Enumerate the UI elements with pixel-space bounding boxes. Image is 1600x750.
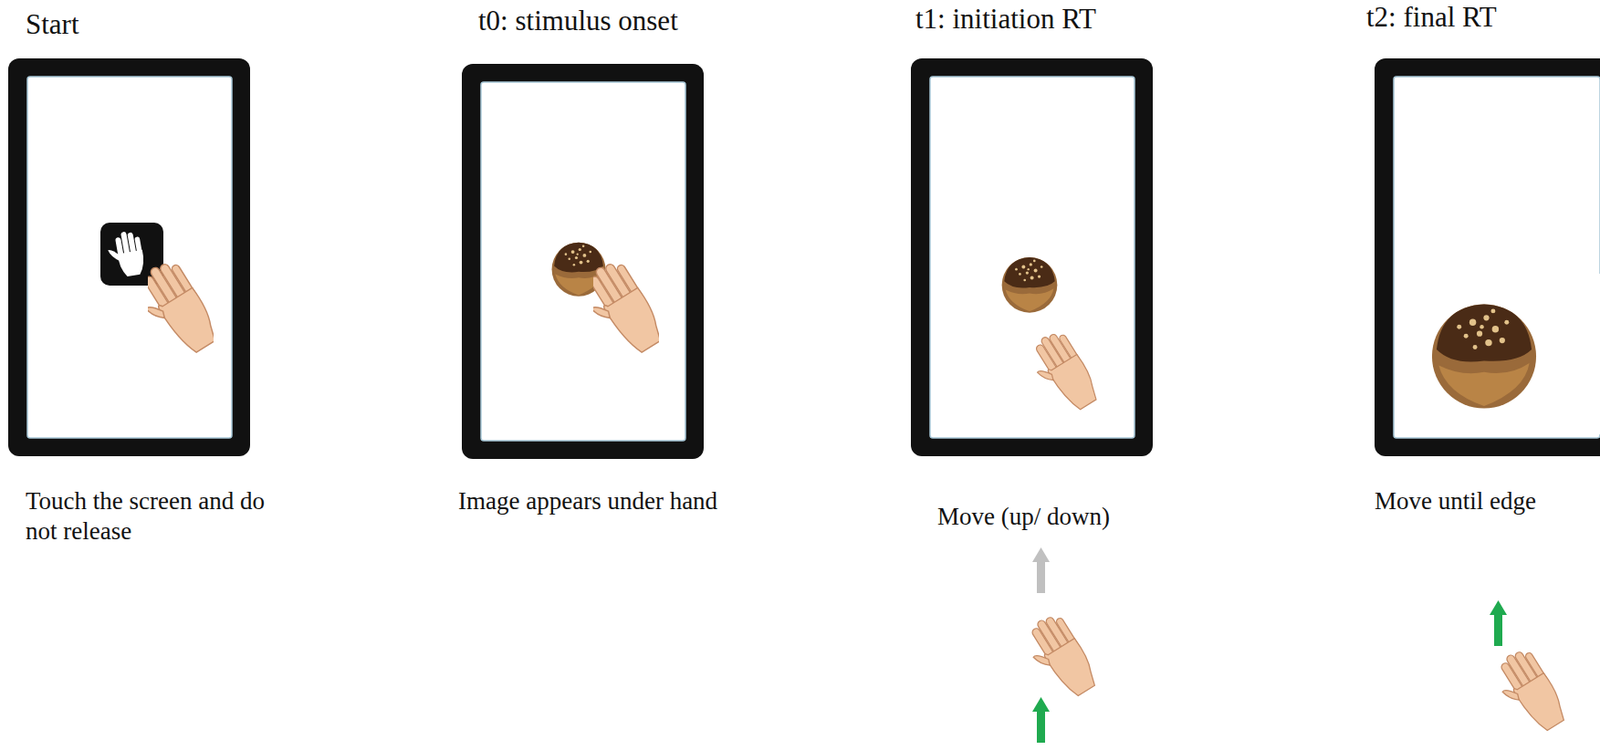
- step-heading: t2: final RT: [1366, 1, 1497, 32]
- step-heading: Start: [25, 9, 80, 40]
- step-heading: t1: initiation RT: [915, 3, 1097, 34]
- step-caption: Move until edge: [1374, 486, 1537, 517]
- step-heading: t0: stimulus onset: [478, 5, 679, 36]
- step-caption: Move (up/ down): [937, 501, 1110, 533]
- step-caption: Image appears under hand: [458, 486, 723, 517]
- step-caption: Touch the screen and do not release: [25, 486, 291, 547]
